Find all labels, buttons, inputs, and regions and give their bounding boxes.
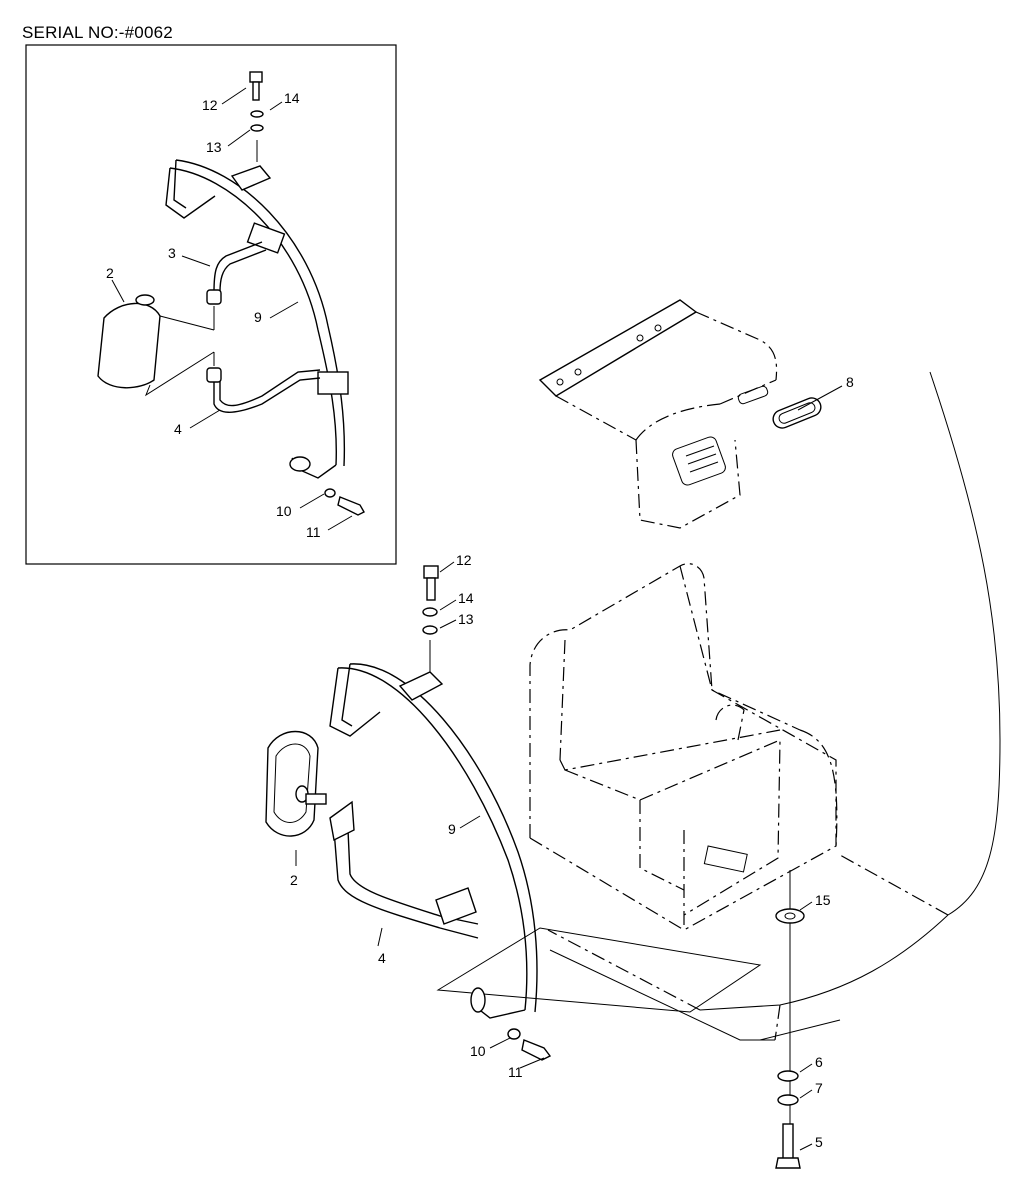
inset-label-9: 9 [254,309,262,325]
inset-bolt-head [249,71,263,83]
inset-washer-10 [324,488,336,498]
main-bolt-11 [521,1039,552,1061]
washer-7 [777,1094,799,1106]
main-label-7: 7 [815,1080,823,1096]
main-label-13: 13 [458,611,474,627]
washer-6 [777,1070,799,1082]
inset-assembly [97,71,365,516]
main-label-2: 2 [290,872,298,888]
inset-leaders [111,87,353,531]
inset-washer-14 [250,110,264,118]
inset-washer-13 [250,124,264,132]
upper-cover [538,299,778,529]
main-label-6: 6 [815,1054,823,1070]
inset-mount-tab [230,165,272,191]
inset-label-10: 10 [276,503,292,519]
inset-label-12: 12 [202,97,218,113]
main-label-14: 14 [458,590,474,606]
main-assembly [265,565,552,1061]
main-arm-4 [333,829,479,939]
main-leaders [295,385,843,1151]
inset-mirror-2 [97,302,161,389]
inset-label-11: 11 [306,524,321,540]
bolt-5 [782,1123,794,1161]
main-label-11: 11 [508,1064,523,1080]
serial-number-label: SERIAL NO:-#0062 [22,23,173,42]
main-label-10: 10 [470,1043,486,1059]
body-outline [436,371,1001,1041]
inset-clamp-lower [317,371,349,395]
main-label-15: 15 [815,892,831,908]
inset-rail-9 [169,167,337,466]
inset-label-2: 2 [106,265,114,281]
main-clamp [435,887,477,925]
inset-label-3: 3 [168,245,176,261]
main-foot-plate [470,987,486,1013]
inset-bolt-shank [252,81,260,101]
inset-label-4: 4 [174,421,182,437]
inset-foot-plate [289,456,311,472]
grommet-8 [772,397,822,429]
main-washer-14 [422,607,438,617]
right-fastener-stack [775,870,805,1169]
main-washer-13 [422,625,438,635]
main-mirror-2 [265,731,319,837]
main-label-8: 8 [846,374,854,390]
washer-15 [775,908,805,924]
main-washer-10 [507,1028,521,1040]
main-label-9: 9 [448,821,456,837]
main-label-12: 12 [456,552,472,568]
console-box [529,563,838,931]
inset-frame [25,44,397,565]
inset-arm-4 [213,377,321,413]
inset-clamp-upper [246,222,286,254]
main-label-4: 4 [378,950,386,966]
floor-plate [436,927,762,1013]
inset-label-14: 14 [284,90,300,106]
inset-label-13: 13 [206,139,222,155]
inset-arm-3 [213,241,263,293]
main-rail-9 [337,667,528,1011]
main-bolt-12 [423,565,439,579]
main-label-5: 5 [815,1134,823,1150]
speaker-grille [672,436,726,486]
inset-bolt-11 [337,496,365,516]
main-mount-tab [398,671,444,701]
